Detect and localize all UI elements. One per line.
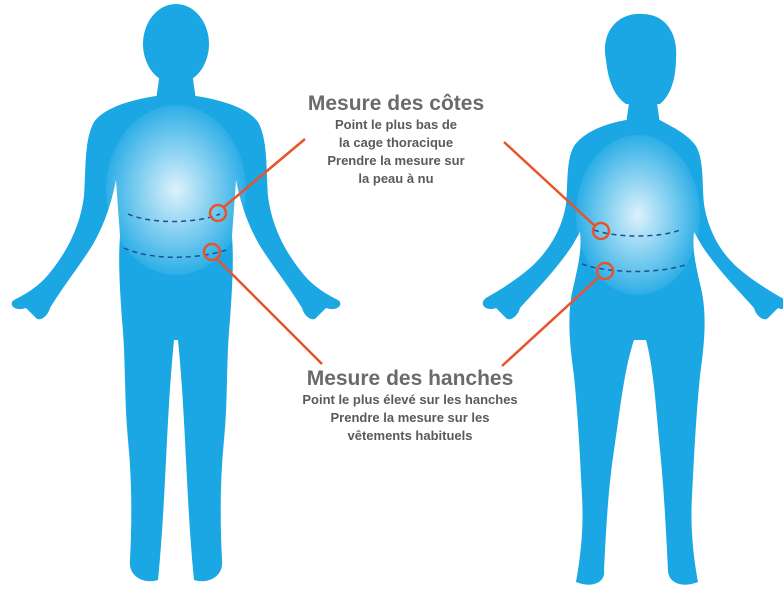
female-head — [605, 14, 676, 104]
ribs-title: Mesure des côtes — [280, 92, 512, 116]
hips-line-2: Prendre la mesure sur les — [245, 409, 575, 427]
ribs-line-3: Prendre la mesure sur — [280, 152, 512, 170]
hips-line-3: vêtements habituels — [245, 427, 575, 445]
ribs-label-block: Mesure des côtes Point le plus bas de la… — [280, 92, 512, 188]
ribs-line-2: la cage thoracique — [280, 134, 512, 152]
hips-title: Mesure des hanches — [245, 367, 575, 391]
male-figure — [12, 4, 341, 581]
female-figure — [483, 14, 783, 585]
ribs-line-1: Point le plus bas de — [280, 116, 512, 134]
hips-line-1: Point le plus élevé sur les hanches — [245, 391, 575, 409]
hips-label-block: Mesure des hanches Point le plus élevé s… — [245, 367, 575, 445]
female-neck — [626, 96, 660, 124]
ribs-line-4: la peau à nu — [280, 170, 512, 188]
male-neck — [156, 72, 196, 100]
